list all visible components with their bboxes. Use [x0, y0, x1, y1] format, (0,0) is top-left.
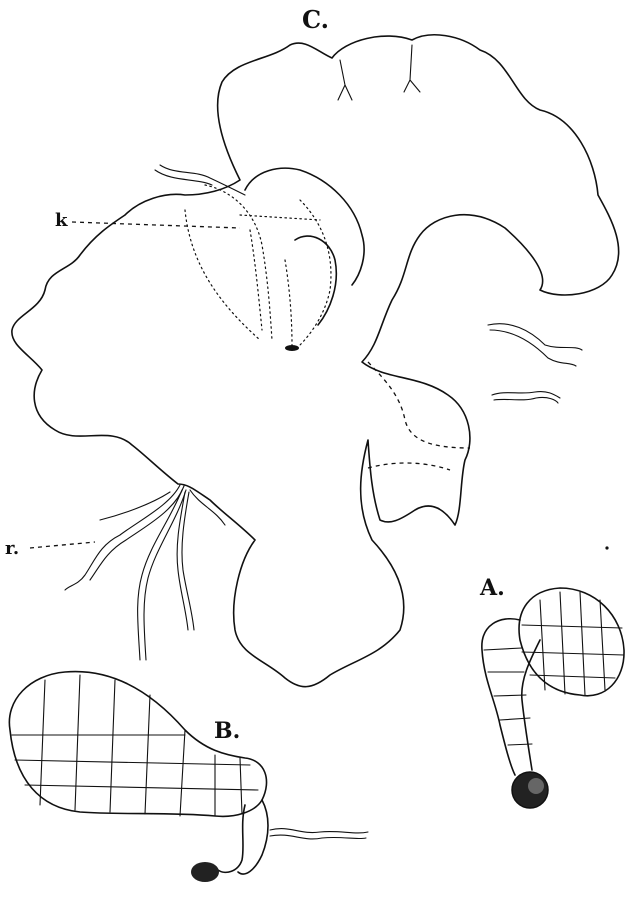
figure-c-prothallus [12, 35, 619, 687]
r-leader-line [30, 542, 95, 548]
thallus-outline [12, 35, 619, 687]
label-r: r. [5, 538, 19, 559]
right-rhizoids [488, 324, 582, 403]
figure-a-young-plant [482, 588, 624, 808]
k-leader-line [72, 222, 240, 228]
lower-rhizoids [65, 485, 225, 660]
label-b: B. [214, 718, 240, 744]
figure-b-young-plant [9, 672, 368, 882]
label-k: k [55, 210, 68, 231]
top-notch-left [338, 60, 352, 100]
filament-a [482, 619, 540, 775]
thallus-inner-boundary [368, 362, 470, 448]
label-a: A. [479, 575, 505, 601]
filament-b [218, 800, 268, 874]
cell-mass-a [519, 588, 624, 696]
top-notch-right [404, 45, 420, 92]
spore-b [191, 862, 219, 882]
stray-dot [605, 546, 608, 549]
label-c: C. [302, 5, 329, 34]
archegonia-cluster [155, 165, 364, 351]
